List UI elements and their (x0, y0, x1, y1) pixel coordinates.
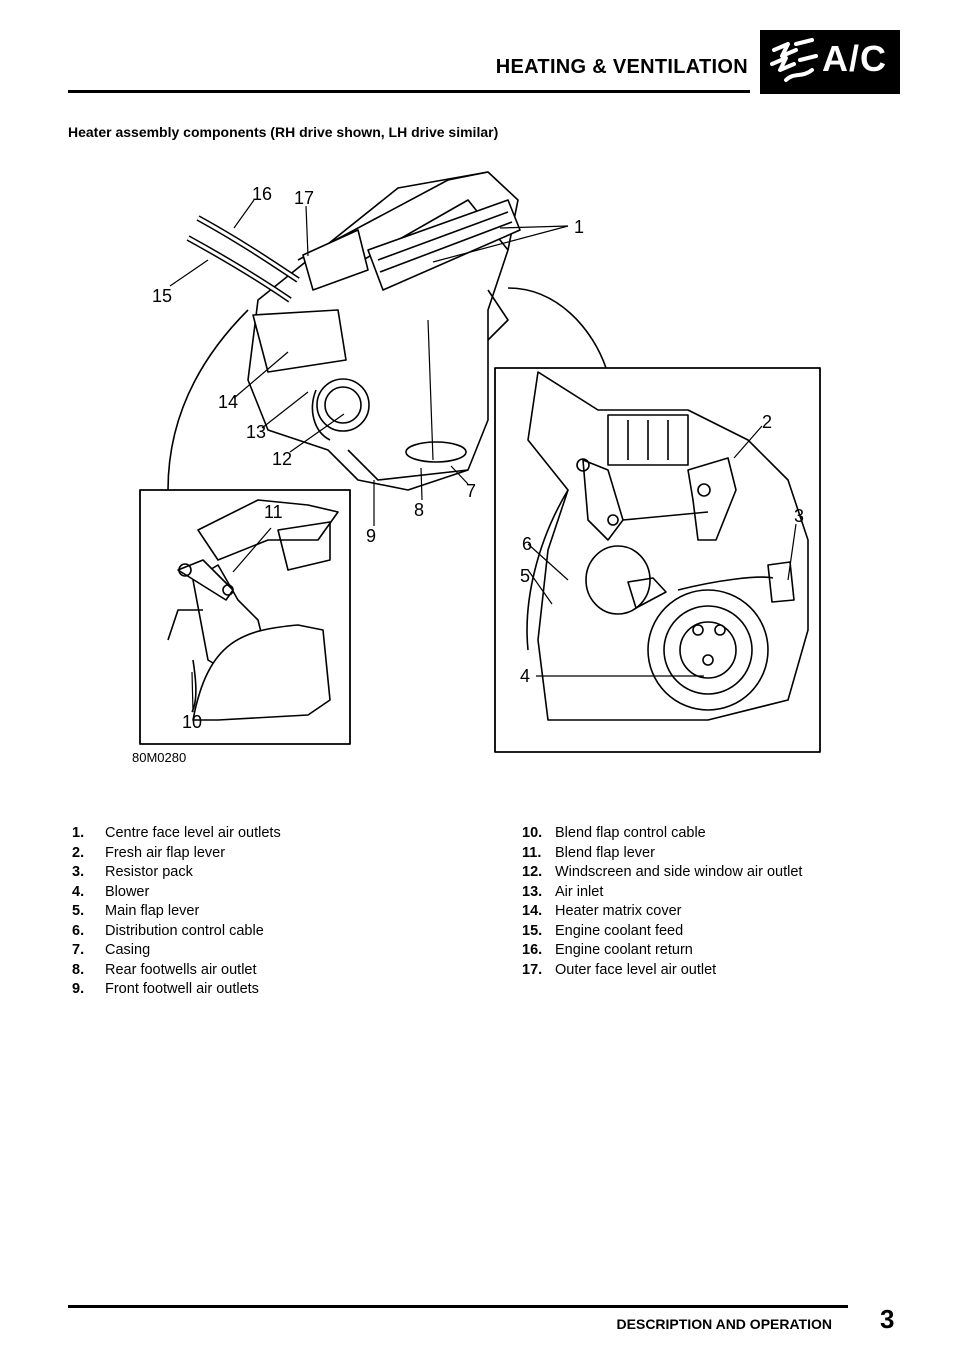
legend-text: Casing (105, 942, 151, 958)
legend-item: 6. Distribution control cable (72, 922, 281, 942)
legend-item: 15. Engine coolant feed (522, 922, 802, 942)
legend-item: 9. Front footwell air outlets (72, 980, 281, 1000)
legend-text: Heater matrix cover (555, 903, 682, 919)
callout-11: 11 (264, 502, 283, 522)
legend-right-column: 10. Blend flap control cable 11. Blend fla… (522, 824, 802, 980)
legend-item: 14. Heater matrix cover (522, 902, 802, 922)
legend-text: Fresh air flap lever (105, 844, 226, 861)
callout-3: 3 (794, 506, 804, 526)
legend-number: 13. (522, 883, 543, 900)
legend-number: 8. (72, 961, 85, 978)
section-title: HEATING & VENTILATION (495, 56, 748, 78)
legend-number: 3. (72, 864, 85, 880)
legend-item: 11. Blend flap lever (522, 844, 802, 864)
heater-assembly-figure: 1 2 3 4 5 6 7 8 9 10 11 12 13 14 15 16 1… (68, 160, 838, 770)
callout-16: 16 (252, 184, 272, 204)
legend-text: Front footwell air outlets (105, 981, 259, 997)
callout-1: 1 (574, 217, 584, 237)
legend-item: 12. Windscreen and side window air outlet (522, 863, 802, 883)
callout-4: 4 (520, 666, 530, 686)
legend-text: Air inlet (555, 883, 604, 900)
legend-text: Distribution control cable (105, 922, 264, 939)
legend-text: Engine coolant return (555, 942, 693, 958)
callout-14: 14 (218, 392, 238, 412)
figure-caption: Heater assembly components (RH drive sho… (68, 124, 499, 140)
heater-assembly-illustration: 1 2 3 4 5 6 7 8 9 10 11 12 13 14 15 16 1… (132, 171, 821, 765)
legend-item: 3. Resistor pack (72, 863, 281, 883)
legend-item: 16. Engine coolant return (522, 941, 802, 961)
legend-item: 17. Outer face level air outlet (522, 961, 802, 981)
callout-10: 10 (182, 712, 202, 732)
legend-item: 4. Blower (72, 883, 281, 903)
callout-5: 5 (520, 566, 530, 586)
legend-number: 12. (522, 864, 543, 880)
legend-number: 1. (72, 825, 85, 841)
legend-text: Windscreen and side window air outlet (555, 864, 803, 880)
figure-code: 80M0280 (132, 750, 186, 765)
callout-6: 6 (522, 534, 532, 554)
legend-text: Engine coolant feed (555, 922, 684, 939)
callout-8: 8 (414, 500, 424, 520)
legend-text: Centre face level air outlets (105, 825, 281, 841)
legend-number: 14. (522, 903, 543, 919)
header-rule (68, 90, 750, 93)
legend-item: 8. Rear footwells air outlet (72, 961, 281, 981)
legend-number: 4. (72, 883, 85, 900)
legend-item: 10. Blend flap control cable (522, 824, 802, 844)
page-number: 3 (880, 1304, 895, 1334)
legend-text: Rear footwells air outlet (105, 961, 257, 978)
callout-7: 7 (466, 481, 476, 501)
legend-number: 7. (72, 942, 85, 958)
legend-number: 6. (72, 922, 85, 939)
legend-text: Blend flap control cable (555, 825, 706, 841)
legend-number: 2. (72, 844, 85, 861)
legend-number: 5. (72, 903, 85, 919)
airflow-icon (770, 38, 818, 82)
footer-rule (68, 1305, 848, 1308)
legend-item: 2. Fresh air flap lever (72, 844, 281, 864)
legend-text: Main flap lever (105, 903, 200, 919)
legend-number: 16. (522, 942, 543, 958)
callout-9: 9 (366, 526, 376, 546)
callout-15: 15 (152, 286, 172, 306)
callout-13: 13 (246, 422, 266, 442)
legend-left-column: 1. Centre face level air outlets 2. Fresh … (72, 824, 281, 1000)
callout-2: 2 (762, 412, 772, 432)
legend-item: 1. Centre face level air outlets (72, 824, 281, 844)
legend-number: 17. (522, 961, 543, 978)
legend-item: 7. Casing (72, 941, 281, 961)
legend-text: Blower (105, 883, 150, 900)
ac-badge: A/C (760, 30, 900, 94)
legend-text: Outer face level air outlet (555, 961, 717, 978)
legend-item: 13. Air inlet (522, 883, 802, 903)
legend-item: 5. Main flap lever (72, 902, 281, 922)
legend-text: Resistor pack (105, 864, 193, 880)
legend-number: 10. (522, 825, 543, 841)
legend-number: 15. (522, 922, 543, 939)
legend-text: Blend flap lever (555, 844, 655, 861)
ac-badge-text: A/C (822, 38, 887, 79)
callout-12: 12 (272, 449, 292, 469)
legend-number: 11. (522, 844, 542, 861)
legend-number: 9. (72, 981, 85, 997)
footer-section-name: DESCRIPTION AND OPERATION (616, 1316, 832, 1332)
callout-17: 17 (294, 188, 314, 208)
